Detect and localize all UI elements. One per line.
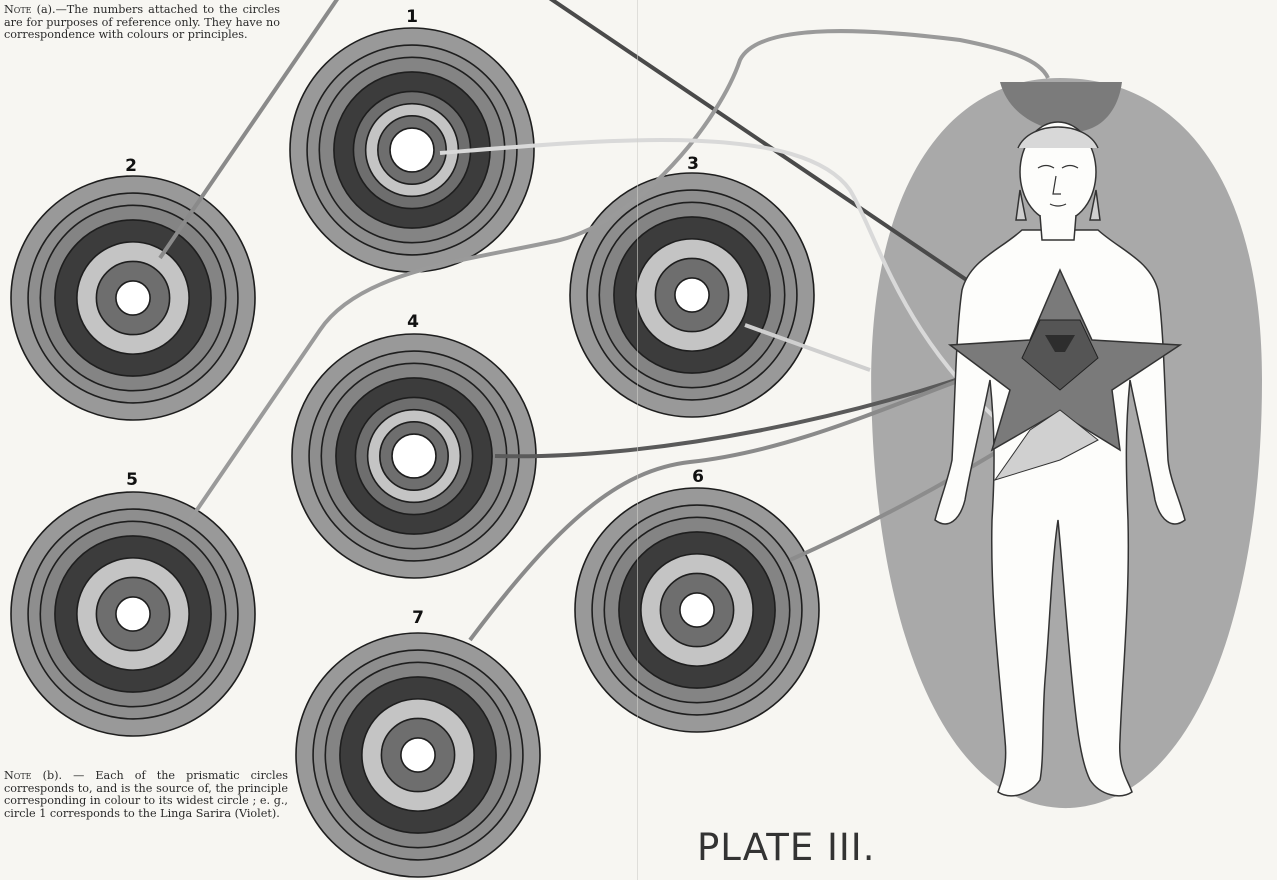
circle-number-2: 2 xyxy=(125,156,137,176)
figure-neck xyxy=(1040,215,1076,240)
prismatic-circle-3 xyxy=(570,173,814,417)
note-b: Note (b). — Each of the prismatic circle… xyxy=(4,770,288,820)
circle-4-ring-8 xyxy=(392,434,436,478)
prismatic-circle-2 xyxy=(11,176,255,420)
circle-number-5: 5 xyxy=(126,470,138,490)
circle-number-4: 4 xyxy=(407,312,419,332)
plate-title: PLATE III. xyxy=(697,826,875,869)
prismatic-circle-7 xyxy=(296,633,540,877)
circle-7-ring-7 xyxy=(401,738,435,772)
circle-number-3: 3 xyxy=(687,154,699,174)
circle-1-ring-8 xyxy=(390,128,434,172)
circle-number-1: 1 xyxy=(406,7,418,27)
circle-number-7: 7 xyxy=(412,608,424,628)
circle-3-ring-7 xyxy=(675,278,709,312)
circle-5-ring-7 xyxy=(116,597,150,631)
prismatic-circle-6 xyxy=(575,488,819,732)
circle-6-ring-7 xyxy=(680,593,714,627)
page-seam xyxy=(637,0,638,880)
prismatic-circle-5 xyxy=(11,492,255,736)
circle-2-ring-7 xyxy=(116,281,150,315)
circle-number-6: 6 xyxy=(692,467,704,487)
note-a: Note (a).—The numbers attached to the ci… xyxy=(4,4,280,42)
